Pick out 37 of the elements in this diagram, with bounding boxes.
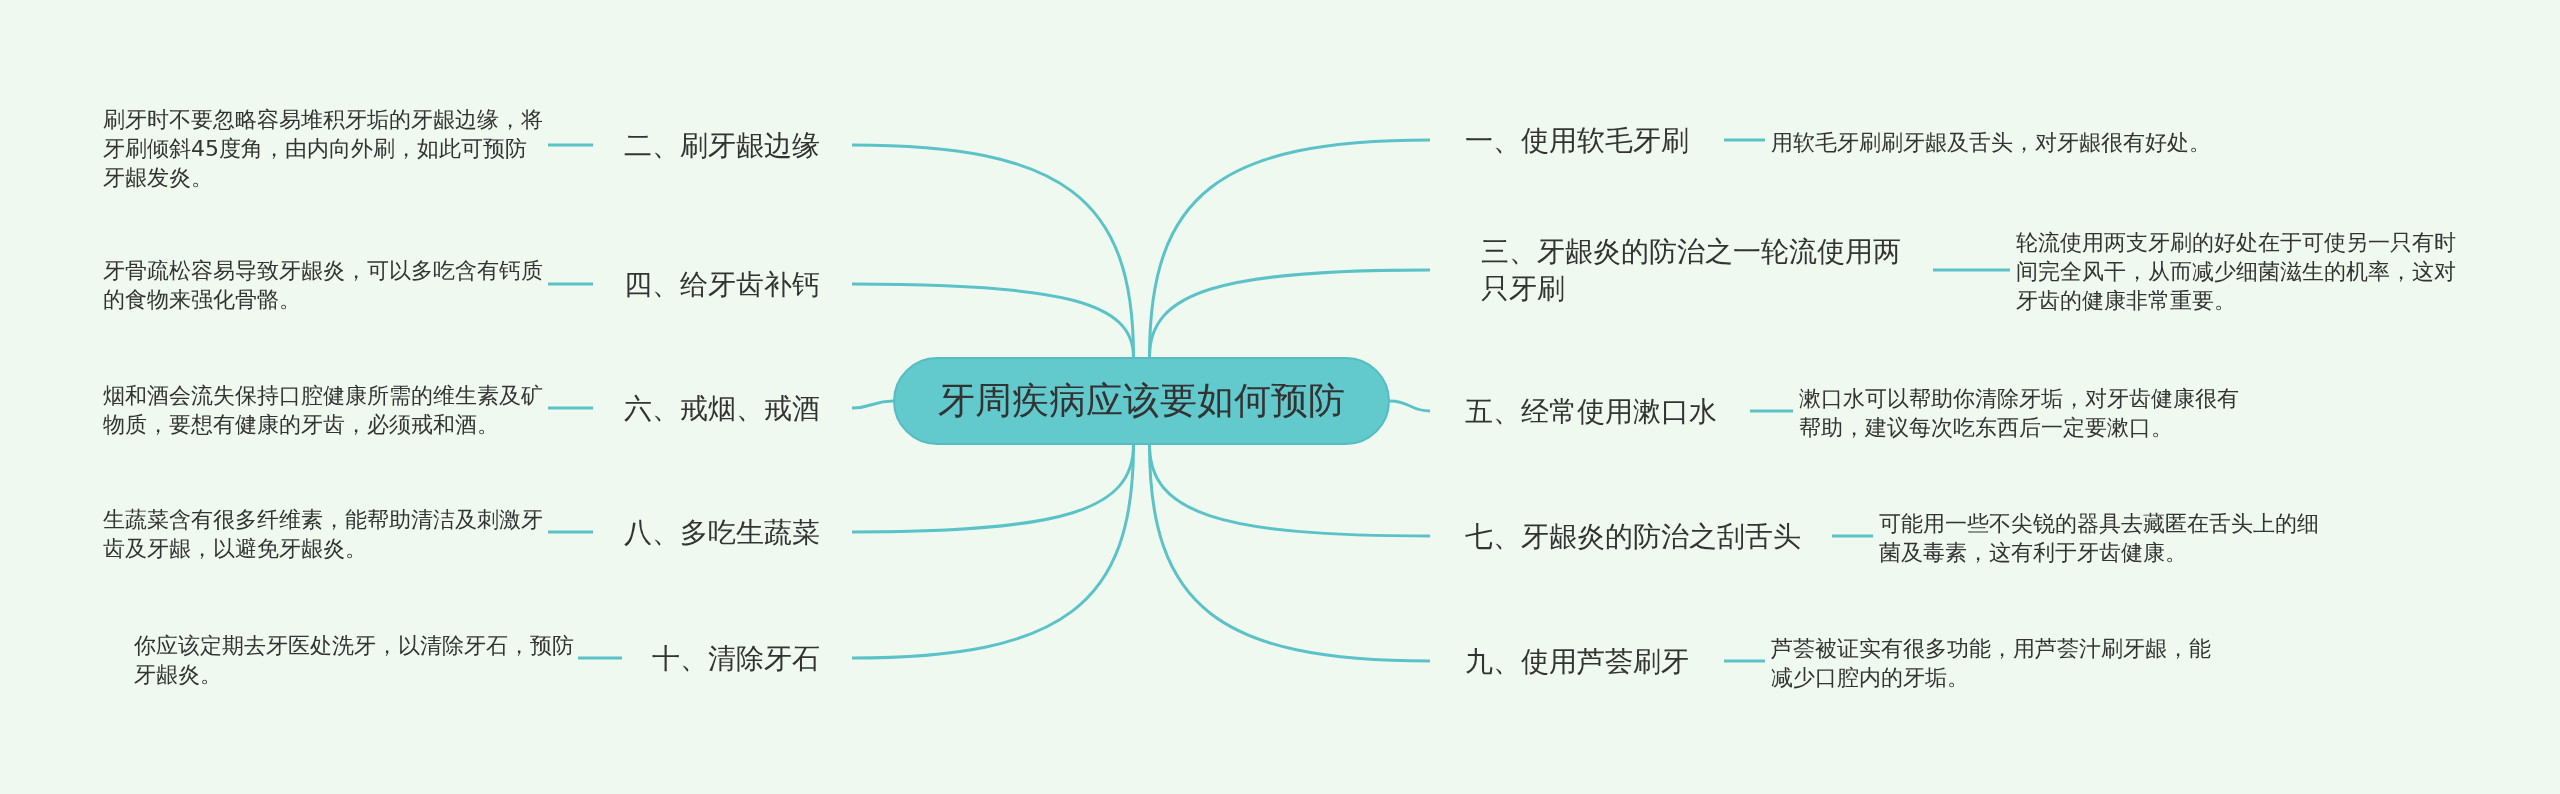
detail-text: 芦荟被证实有很多功能，用芦荟汁刷牙龈，能减少口腔内的牙垢。 [1763, 634, 2230, 692]
branch-topic: 三、牙龈炎的防治之一轮流使用两只牙刷 [1430, 233, 1935, 307]
branch-curve [852, 282, 1135, 358]
branch-topic: 十、清除牙石 [620, 639, 852, 677]
connector-line [1724, 659, 1765, 663]
branch-topic: 五、经常使用漱口水 [1430, 392, 1752, 430]
detail-text: 刷牙时不要忽略容易堆积牙垢的牙龈边缘，将牙刷倾斜45度角，由内向外刷，如此可预防牙龈发炎。 [103, 104, 550, 192]
connector-line [548, 530, 593, 534]
connector-line [1832, 534, 1873, 538]
branch-topic: 九、使用芦荟刷牙 [1430, 642, 1726, 680]
branch-curve [1148, 444, 1431, 663]
branch-topic: 四、给牙齿补钙 [591, 265, 852, 303]
branch-curve [1148, 268, 1430, 358]
branch-curve [1389, 399, 1431, 413]
detail-text: 轮流使用两支牙刷的好处在于可使另一只有时间完全风干，从而减少细菌滋生的机率，这对牙齿的健康非常重要。 [2008, 227, 2470, 315]
branch-topic: 一、使用软毛牙刷 [1430, 121, 1726, 159]
detail-text: 牙骨疏松容易导致牙龈炎，可以多吃含有钙质的食物来强化骨骼。 [103, 256, 550, 314]
detail-text: 你应该定期去牙医处洗牙，以清除牙石，预防牙龈炎。 [134, 631, 580, 689]
branch-curve [851, 444, 1135, 660]
branch-topic: 六、戒烟、戒酒 [591, 389, 852, 427]
branch-topic: 八、多吃生蔬菜 [591, 513, 852, 551]
branch-curve [851, 399, 894, 410]
connector-line [548, 143, 593, 147]
detail-text: 烟和酒会流失保持口腔健康所需的维生素及矿物质，要想有健康的牙齿，必须戒和酒。 [103, 381, 550, 439]
detail-text: 生蔬菜含有很多纤维素，能帮助清洁及刺激牙齿及牙龈，以避免牙龈炎。 [103, 505, 550, 563]
detail-text: 可能用一些不尖锐的器具去藏匿在舌头上的细菌及毒素，这有利于牙齿健康。 [1871, 509, 2330, 567]
detail-text: 漱口水可以帮助你清除牙垢，对牙齿健康很有帮助，建议每次吃东西后一定要漱口。 [1791, 384, 2250, 442]
connector-line [578, 656, 622, 660]
connector-line [1724, 138, 1765, 142]
connector-line [1933, 268, 2010, 272]
detail-text: 用软毛牙刷刷牙龈及舌头，对牙龈很有好处。 [1763, 127, 2300, 157]
connector-line [1750, 409, 1793, 413]
branch-topic: 二、刷牙龈边缘 [591, 126, 852, 164]
central-topic: 牙周疾病应该要如何预防 [893, 357, 1390, 445]
connector-line [548, 282, 593, 286]
branch-topic: 七、牙龈炎的防治之刮舌头 [1430, 517, 1834, 555]
connector-line [548, 406, 593, 410]
